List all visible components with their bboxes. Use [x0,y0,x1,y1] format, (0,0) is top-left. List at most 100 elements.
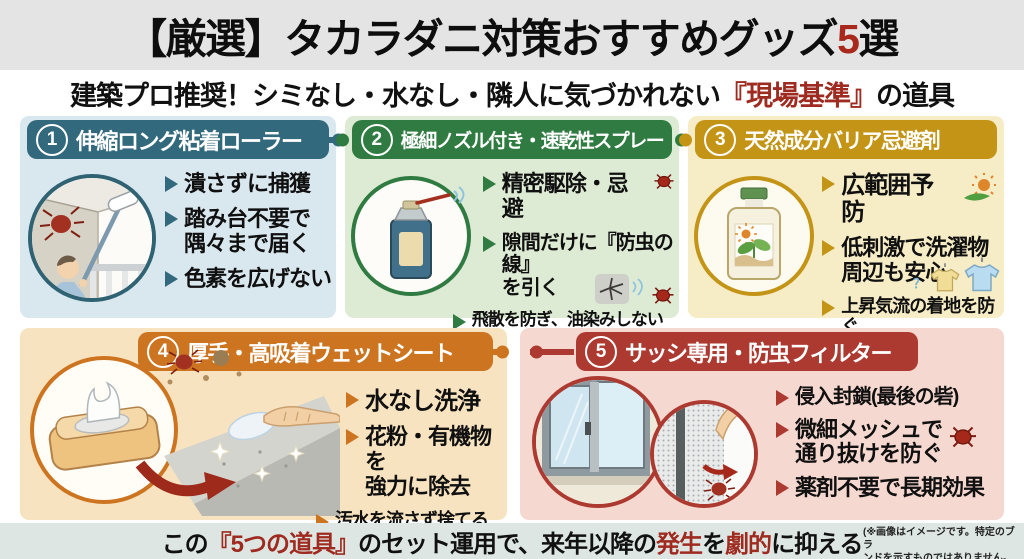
bullet-triangle-icon [482,176,496,192]
card-wet-sheet: 4 厚手・高吸着ウェットシート [20,328,509,550]
card3-bullets: 広範囲予防 低刺激で洗濯物 周辺も安心 ？ [818,172,1000,347]
mite-icon [652,286,674,304]
leaf-icon [737,239,771,258]
card3-header: 3 天然成分バリア忌避剤 [679,120,998,159]
bullet-text: 低刺激で洗濯物 周辺も安心 [841,235,989,286]
debris-specks [166,349,242,385]
sash-lock-icon [585,422,591,435]
bullet-triangle-icon [776,390,789,406]
card1-header: 1 伸縮ロング粘着ローラー [27,120,345,159]
card5-title: サッシ専用・防虫フィルター [625,340,893,366]
subtitle: 建築プロ推奨！シミなし・水なし・隣人に気づかれない『現場基準』の道具 [0,70,1024,116]
sparkle-icon [209,440,305,483]
bullet-text: 侵入封鎖(最後の砦) [795,386,959,408]
number-badge-4: 4 [147,335,179,368]
spray-can-illustration [350,176,471,296]
disclaimer-note: (※画像はイメージです。特定のブラ ンドを示すものではありません。 [863,527,1015,559]
card-row-1: 1 伸縮ロング粘着ローラー [20,116,1005,336]
bottom-segment-highlight: 『5つの道具』 [207,530,359,558]
leaf-icon [964,193,991,201]
bottom-segment: に抑える [771,530,863,558]
card5-header: 5 サッシ専用・防虫フィルター [530,332,918,371]
crack-icon [595,273,644,304]
bullet-item: 微細メッシュで 通り抜けを防ぐ [776,416,1000,468]
card-roller: 1 伸縮ロング粘着ローラー [20,116,345,318]
bullet-item: 色素を広げない [165,265,332,292]
bottom-segment-highlight: 発生 [656,530,703,558]
bullet-item: 精密駆除・忌避 [482,171,676,222]
title-number: 5 [837,16,860,62]
bullet-item: 広範囲予防 [822,172,1000,226]
wipes-pack-icon [48,381,161,471]
bullet-triangle-icon [165,270,178,287]
bottom-bar: この『5つの道具』のセット運用で、来年以降の発生を劇的に抑える (※画像はイメー… [0,523,1024,559]
window-sash-icon [536,380,660,504]
bullet-text: 精密駆除・忌避 [501,171,629,221]
repellent-bottle-illustration [694,176,815,296]
bullet-item: 花粉・有機物を 強力に除去 [346,424,501,500]
bullet-item: 潰さずに捕獲 [165,171,332,197]
connector-dot [496,345,509,358]
hand-with-cloth-icon [228,405,340,441]
bullet-text: 花粉・有機物を 強力に除去 [365,424,492,499]
card5-bullets: 侵入封鎖(最後の砦) 微細メッシュで 通り抜けを防ぐ 薬剤不要で長期効果 [772,386,1000,510]
bullet-text: 踏み台不要で 隅々まで届く [184,205,311,256]
card2-bullets: 精密駆除・忌避 隙間だけに『防虫の線』 を引く [452,171,676,340]
mite-icon [39,206,85,241]
mite-icon [654,173,674,190]
window-filter-illustration [532,376,758,508]
bullet-triangle-icon [776,421,789,438]
bullet-text: 色素を広げない [184,265,332,291]
connector-dot [679,133,693,146]
card4-title: 厚手・高吸着ウェットシート [187,340,455,366]
mite-icon [703,478,736,501]
subtitle-highlight: 『現場基準』 [720,80,877,111]
bullet-item: 踏み台不要で 隅々まで届く [165,205,332,257]
wipe-sheet-icon [86,381,121,423]
nozzle-icon [415,193,451,205]
bullet-triangle-icon [822,176,836,192]
bullet-triangle-icon [822,240,836,257]
bullet-triangle-icon [165,210,178,227]
spray-mist-icon [632,277,644,296]
bottom-message: この『5つの道具』のセット運用で、来年以降の発生を劇的に抑える [162,524,864,559]
bullet-triangle-icon [346,392,359,408]
bullet-item: 飛散を防ぎ、油染みしない [452,309,676,330]
roller-illustration [28,174,156,302]
sun-icon [735,223,758,245]
tshirt-icon [964,257,1000,292]
bullet-text: 飛散を防ぎ、油染みしない [471,309,664,329]
hand-icon [715,405,741,441]
wet-sheet-illustration [30,349,340,516]
card1-title: 伸縮ロング粘着ローラー [76,128,303,154]
sun-leaf-icon [964,173,997,201]
question-mark: ？ [913,275,927,291]
tshirt-icon [930,263,960,292]
card4-header: 4 厚手・高吸着ウェットシート [138,332,509,371]
card1-bullets: 潰さずに捕獲 踏み台不要で 隅々まで届く 色素を広げない [161,171,332,301]
mite-icon [166,349,203,375]
bullet-text: 水なし洗浄 [365,388,481,415]
title-suffix: 選 [858,16,899,62]
page-title: 【厳選】タカラダニ対策おすすめグッズ5選 [126,5,899,65]
bullet-item: 水なし洗浄 [346,388,501,415]
bullet-text: 潰さずに捕獲 [184,171,311,196]
mite-icon [950,426,977,447]
card-row-2: 4 厚手・高吸着ウェットシート [20,328,1004,550]
bullet-text: 薬剤不要で長期効果 [795,475,985,501]
bullet-triangle-icon [822,299,836,316]
bottom-segment: のセット運用で、来年以降の [358,530,657,558]
bullet-triangle-icon [776,480,789,497]
bullet-text: 微細メッシュで 通り抜けを防ぐ [795,416,943,467]
bullet-triangle-icon [452,313,466,330]
bullet-triangle-icon [482,235,496,252]
filter-strip-icon [676,404,685,504]
subtitle-pre: 建築プロ推奨！シミなし・水なし・隣人に気づかれない [70,80,721,111]
bottom-segment-highlight: 劇的 [725,530,772,558]
title-prefix: 【厳選】タカラダニ対策おすすめグッズ [126,16,839,62]
bottom-segment: を [702,530,726,558]
dirt-speck-icon [213,350,229,366]
number-badge-2: 2 [360,123,393,156]
bullet-triangle-icon [165,176,178,192]
